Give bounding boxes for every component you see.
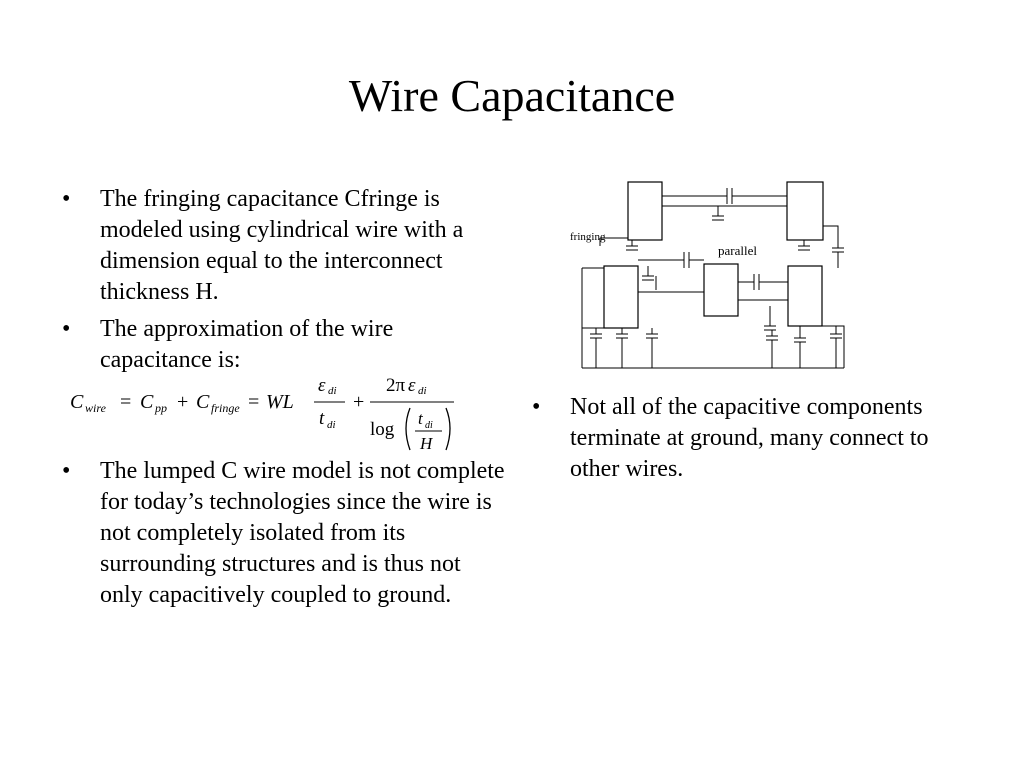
formula-c-pp: C: [140, 391, 154, 413]
capacitor-ground-4: [766, 330, 778, 368]
formula-eps-2: ε: [408, 375, 416, 396]
formula-plus-1: +: [177, 391, 188, 413]
wire-capacitance-formula: C wire = C pp + C fringe = WL ε di t di …: [70, 375, 454, 453]
formula-h: H: [419, 434, 434, 453]
capacitor-mid-left-center: [638, 252, 704, 268]
formula-sub-di-2: di: [327, 419, 336, 431]
wire-block-top-left: [627, 181, 663, 241]
bullet-approximation: The approximation of the wire capacitanc…: [58, 314, 498, 376]
capacitor-mid-center-right: [738, 274, 788, 290]
bullet-capacitive-components: Not all of the capacitive components ter…: [528, 392, 968, 485]
capacitor-right-edge: [823, 225, 844, 268]
formula-log: log: [370, 419, 395, 440]
capacitor-ground-3: [646, 328, 658, 368]
formula-t-1: t: [319, 408, 325, 429]
wire-links-mid: [638, 291, 788, 301]
capacitor-diagonal-right: [764, 306, 776, 331]
paren-left: [405, 407, 411, 451]
formula-two-pi: 2π: [386, 375, 406, 396]
capacitor-ground-5: [794, 326, 806, 368]
capacitor-fringing-left: [599, 237, 638, 251]
capacitor-fringing-top-right: [798, 240, 810, 251]
wire-block-mid-right: [787, 265, 823, 327]
wire-block-mid-left: [603, 265, 639, 329]
formula-sub-di-4: di: [425, 420, 433, 431]
formula-wl: WL: [266, 391, 294, 413]
capacitor-ground-6: [830, 326, 842, 368]
capacitor-top-coupling: [662, 188, 787, 204]
capacitor-ground-1: [590, 328, 602, 368]
wire-block-mid-center: [703, 263, 739, 317]
formula-t-2: t: [418, 409, 424, 428]
capacitor-diagonal-left: [642, 266, 657, 290]
formula-sub-wire: wire: [85, 401, 107, 415]
formula-equals-1: =: [120, 391, 131, 413]
slide-title: Wire Capacitance: [348, 70, 676, 121]
formula-sub-di-3: di: [418, 385, 427, 397]
formula-sub-pp: pp: [154, 401, 167, 415]
capacitor-ground-2: [616, 328, 628, 368]
left-bullet-list-bottom: The lumped C wire model is not complete …: [58, 456, 508, 617]
wire-block-top-right: [786, 181, 824, 241]
ground-frame: [581, 267, 845, 369]
formula-plus-2: +: [353, 391, 364, 413]
capacitor-top-to-mid: [662, 205, 787, 221]
label-parallel: parallel: [718, 243, 757, 258]
capacitance-circuit-diagram: fringing parallel: [570, 181, 845, 369]
bullet-fringing-capacitance: The fringing capacitance Cfringe is mode…: [58, 184, 498, 308]
right-bullet-list: Not all of the capacitive components ter…: [528, 392, 968, 491]
formula-sub-di-1: di: [328, 385, 337, 397]
formula-equals-2: =: [248, 391, 259, 413]
formula-sub-fringe: fringe: [211, 401, 240, 415]
formula-c-wire: C: [70, 391, 84, 413]
formula-c-fringe: C: [196, 391, 210, 413]
formula-eps-1: ε: [318, 375, 326, 396]
paren-right: [445, 407, 451, 451]
bullet-lumped-c-model: The lumped C wire model is not complete …: [58, 456, 508, 611]
label-fringing: fringing: [570, 231, 606, 243]
left-bullet-list-top: The fringing capacitance Cfringe is mode…: [58, 184, 498, 382]
